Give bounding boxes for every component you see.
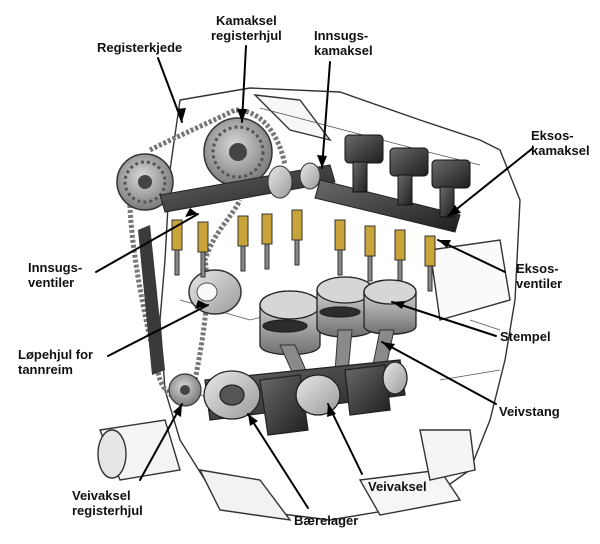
label-stempel-text: Stempel [500, 329, 551, 344]
label-innsugs-ventiler-line1: Innsugs- [28, 260, 83, 275]
label-veivaksel: Veivaksel [368, 479, 427, 494]
pistons [259, 276, 417, 356]
label-eksos-ventiler: Eksos- ventiler [516, 261, 562, 291]
label-veivaksel-registerhjul: Veivaksel registerhjul [72, 488, 143, 518]
label-baerelager-text: Bærelager [294, 513, 359, 528]
crank-sprocket [168, 373, 202, 407]
exhaust-camshaft [314, 179, 461, 233]
label-eksos-ventiler-line2: ventiler [516, 276, 563, 291]
label-registerkjede: Registerkjede [97, 40, 182, 55]
label-registerkjede-text: Registerkjede [97, 40, 183, 55]
label-veivstang: Veivstang [499, 404, 560, 419]
cam-sprocket-left [116, 153, 174, 211]
label-kamaksel-registerhjul-line1: Kamaksel [216, 13, 277, 28]
label-innsugs-ventiler: Innsugs- ventiler [28, 260, 82, 290]
label-baerelager: Bærelager [294, 513, 358, 528]
label-veivaksel-registerhjul-line2: registerhjul [72, 503, 143, 518]
ignition-coils [344, 134, 471, 218]
label-eksos-kamaksel: Eksos- kamaksel [531, 128, 590, 158]
label-innsugs-kamaksel-line1: Innsugs- [314, 28, 369, 43]
label-lopehjul-line1: Løpehjul for [18, 347, 94, 362]
label-eksos-kamaksel-line1: Eksos- [531, 128, 574, 143]
exhaust-valves [334, 219, 436, 292]
label-eksos-kamaksel-line2: kamaksel [531, 143, 590, 158]
label-kamaksel-registerhjul: Kamaksel registerhjul [211, 13, 282, 43]
label-kamaksel-registerhjul-line2: registerhjul [211, 28, 282, 43]
label-lopehjul-line2: tannreim [18, 362, 73, 377]
label-innsugs-ventiler-line2: ventiler [28, 275, 75, 290]
label-veivaksel-registerhjul-line1: Veivaksel [72, 488, 131, 503]
label-innsugs-kamaksel: Innsugs- kamaksel [314, 28, 373, 58]
callout-arrowheads [173, 108, 461, 426]
label-lopehjul-for-tannreim: Løpehjul for tannreim [18, 347, 93, 377]
label-stempel: Stempel [500, 329, 551, 344]
cam-sprocket-right [203, 117, 273, 187]
chain-guide [138, 225, 165, 375]
label-veivstang-text: Veivstang [499, 404, 560, 419]
label-veivaksel-text: Veivaksel [368, 479, 427, 494]
crankshaft [203, 359, 408, 436]
intake-camshaft [159, 162, 336, 213]
label-eksos-ventiler-line1: Eksos- [516, 261, 559, 276]
label-innsugs-kamaksel-line2: kamaksel [314, 43, 373, 58]
intake-valves [171, 209, 303, 278]
